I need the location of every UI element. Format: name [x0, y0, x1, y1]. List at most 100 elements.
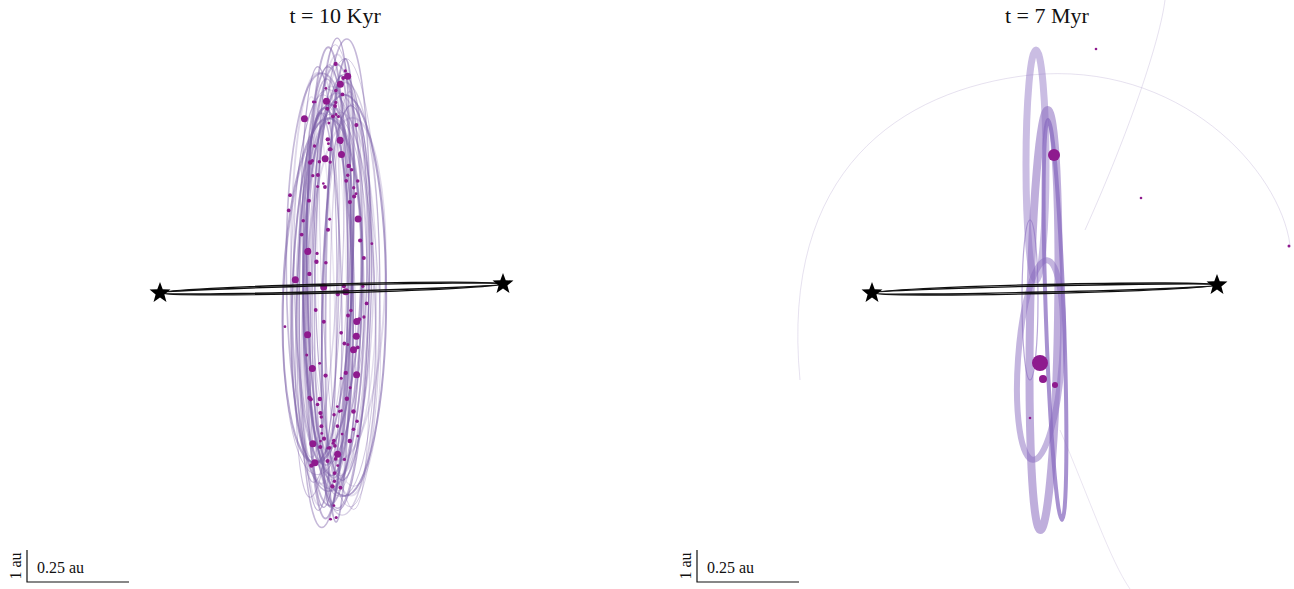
star-symbol [150, 282, 171, 302]
planetesimal [336, 464, 339, 467]
planetesimal [309, 365, 316, 372]
planetesimal [318, 362, 321, 365]
planetesimal [318, 411, 322, 415]
planetesimal [352, 427, 356, 431]
scale-bar [27, 550, 129, 582]
planetesimal [326, 459, 330, 463]
planetesimal [348, 200, 352, 204]
planetesimal [319, 440, 322, 443]
planetesimal [338, 410, 341, 413]
planetesimal [284, 325, 287, 328]
planetesimal [327, 122, 330, 125]
planetesimal [320, 415, 323, 418]
planetesimal [344, 179, 348, 183]
planetesimal [304, 331, 311, 338]
planetesimal [343, 458, 346, 461]
planetesimal [338, 151, 345, 158]
planetesimal [301, 115, 308, 122]
planetesimal [332, 413, 336, 417]
planetesimal [354, 123, 358, 127]
planetesimal [333, 104, 337, 108]
planetesimal [316, 173, 320, 177]
planetesimal [322, 182, 325, 185]
planetesimal [305, 353, 308, 356]
planetesimal [327, 142, 330, 145]
planetesimal-orbit [303, 112, 346, 464]
planetesimal [356, 435, 359, 438]
star-symbol [862, 282, 883, 302]
planetesimal [345, 397, 349, 401]
planetesimal [330, 484, 334, 488]
planetesimal [320, 432, 323, 435]
planetesimal [315, 252, 318, 255]
planetesimal [307, 396, 311, 400]
planetesimal [349, 386, 352, 389]
planetesimal [322, 437, 326, 441]
planetesimal [332, 504, 335, 507]
planetesimal-orbit [303, 95, 387, 496]
planetesimal [314, 308, 318, 312]
planetesimal [356, 179, 359, 182]
planetesimal [351, 409, 355, 413]
planetesimal [326, 228, 330, 232]
planetesimal [328, 218, 331, 221]
planetesimal [301, 219, 304, 222]
planetesimal [355, 192, 358, 195]
planetesimal [339, 331, 343, 335]
binary-orbit [161, 280, 501, 298]
planetesimal [350, 346, 357, 353]
planetesimal [324, 261, 328, 265]
planetesimal [330, 148, 333, 151]
planetesimal [288, 193, 292, 197]
planetesimal [318, 445, 322, 449]
planetesimal [370, 242, 373, 245]
planetesimal [322, 155, 329, 162]
planetesimal [346, 314, 350, 318]
planetesimal [323, 185, 327, 189]
planetesimal-orbit [306, 82, 381, 515]
planetesimal [333, 479, 336, 482]
planetesimal [355, 420, 358, 423]
ejected-orbit [1060, 430, 1130, 589]
planetesimal [311, 174, 314, 177]
planet [1032, 355, 1048, 371]
planetesimal [304, 248, 311, 255]
planetesimal [334, 89, 338, 93]
planetesimal [353, 371, 360, 378]
planetesimal [355, 216, 362, 223]
planetesimal [337, 115, 340, 118]
planetesimal [292, 276, 299, 283]
planetesimal [319, 424, 323, 428]
planetesimal [311, 459, 318, 466]
planetesimal [350, 168, 354, 172]
planetesimal [316, 403, 320, 407]
star-symbol [493, 273, 514, 293]
scale-bar [697, 550, 799, 582]
planetesimal [353, 318, 360, 325]
planet [1039, 375, 1047, 383]
planetesimal [346, 164, 350, 168]
planetesimal [314, 260, 318, 264]
planet [1052, 382, 1058, 388]
scale-label: 1 au [677, 552, 693, 579]
planetesimal [337, 137, 344, 144]
scale-label: 0.25 au [707, 560, 754, 576]
planetesimal [342, 284, 346, 288]
planetesimal [333, 471, 337, 475]
planetesimal [307, 272, 311, 276]
planetesimal [338, 486, 342, 490]
planet [1029, 417, 1032, 420]
planetesimal [334, 62, 338, 66]
ejected-orbit [1085, 0, 1165, 230]
planetesimal [332, 439, 336, 443]
planetesimal [342, 342, 346, 346]
panel-left [150, 38, 514, 528]
planetesimal [333, 444, 337, 448]
binary-orbit [873, 281, 1215, 298]
planetesimal [341, 76, 345, 80]
planetesimal [349, 309, 353, 313]
star-symbol [1207, 274, 1228, 294]
planetesimal [362, 315, 365, 318]
planetesimal [344, 73, 351, 80]
planetesimal [322, 320, 326, 324]
